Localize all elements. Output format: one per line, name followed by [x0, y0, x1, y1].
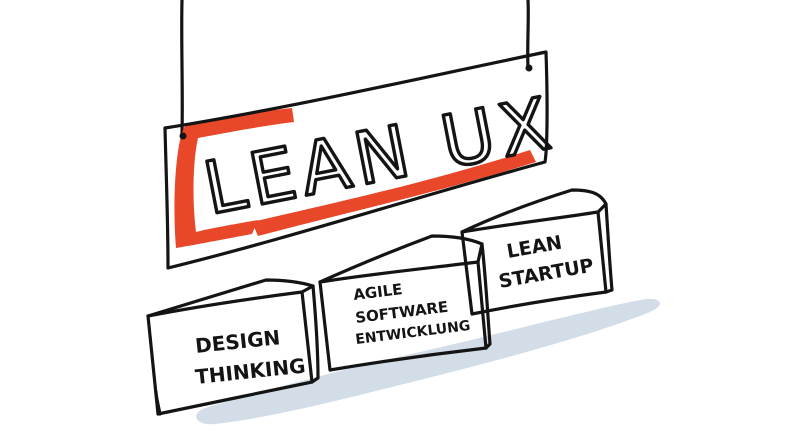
sign-nail-right [525, 64, 533, 72]
block-1-line-1: DESIGN [194, 325, 281, 358]
block-2-line-1: AGILE [352, 280, 403, 304]
block-1-line-2: THINKING [194, 354, 307, 389]
block-agile-software: AGILE SOFTWARE ENTWICKLUNG [318, 234, 492, 372]
block-1-top [146, 278, 315, 318]
block-1-side [310, 284, 320, 384]
block-lean-startup: LEAN STARTUP [460, 188, 614, 316]
block-2-top [318, 234, 484, 284]
block-2-side [480, 242, 492, 350]
sign-accent-stroke [174, 108, 294, 248]
block-shadows [196, 298, 661, 425]
hanging-strings [180, 0, 530, 136]
sign-board: LEAN UX [163, 50, 564, 270]
block-3-top [460, 188, 608, 234]
sign-accent-underline [252, 150, 536, 236]
block-3-side [604, 202, 614, 294]
block-3-line-1: LEAN [505, 232, 564, 263]
sign-outline [163, 50, 549, 270]
sign-nail-left [179, 132, 187, 140]
